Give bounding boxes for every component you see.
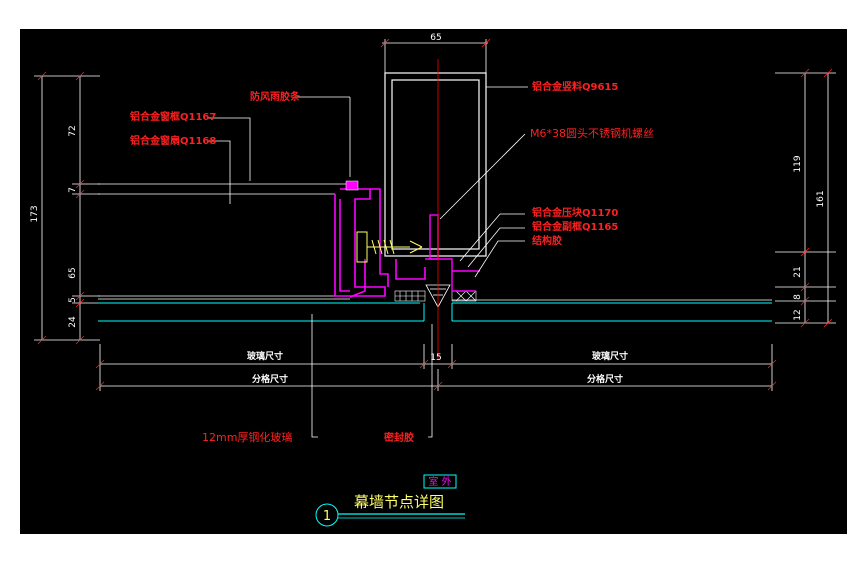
- aluminium-mullion: [384, 72, 487, 257]
- label-pressplate: 铝合金压块Q1170: [532, 206, 618, 219]
- label-frame1: 铝合金窗框Q1167: [130, 110, 216, 123]
- grid-size-right: 分格尺寸: [587, 373, 623, 385]
- label-screw: M6*38圆头不锈钢机螺丝: [530, 126, 654, 140]
- bottom-dimensions: [95, 344, 777, 391]
- leader-lines: [208, 86, 528, 438]
- label-glass: 12mm厚钢化玻璃: [202, 430, 292, 444]
- window-frame-profile: [334, 188, 426, 298]
- left-dimensions: [34, 71, 100, 345]
- press-plate-and-subframe: [425, 214, 480, 292]
- dim-right-21: 21: [793, 266, 803, 277]
- dim-right-8: 8: [793, 294, 803, 300]
- screw: [356, 231, 423, 263]
- label-subframe: 铝合金副框Q1165: [532, 220, 618, 233]
- dim-left-5: 5: [68, 297, 78, 303]
- dim-left-24: 24: [68, 316, 78, 328]
- glass-size-right: 玻璃尺寸: [592, 350, 628, 362]
- dim-left-65: 65: [68, 267, 78, 278]
- cad-drawing-canvas: 173 72 7 65 5 24 119 161 21 8 12 65: [20, 29, 847, 534]
- dim-top-65: 65: [430, 33, 441, 43]
- drawing-title: 幕墙节点详图: [354, 493, 444, 511]
- curtain-wall-node-detail: 173 72 7 65 5 24 119 161 21 8 12 65: [30, 33, 836, 527]
- label-structsealant: 结构胶: [532, 234, 562, 247]
- dim-left-72: 72: [68, 125, 78, 136]
- dim-left-total: 173: [30, 205, 40, 222]
- exterior-badge: 室 外: [428, 475, 451, 488]
- dim-right-119: 119: [793, 155, 803, 172]
- hatch-blocks: [394, 290, 477, 302]
- label-mullion: 铝合金竖料Q9615: [532, 80, 618, 93]
- grid-size-left: 分格尺寸: [252, 373, 288, 385]
- title-number-circle: [315, 503, 339, 527]
- weather-gasket: [345, 180, 359, 191]
- top-dimension: [380, 38, 491, 73]
- dim-right-161: 161: [816, 190, 826, 207]
- dim-center-15: 15: [430, 353, 441, 363]
- dim-right-12: 12: [793, 309, 803, 320]
- right-dimensions: [775, 68, 836, 328]
- exterior-badge-box: [423, 474, 457, 489]
- label-gasket: 防风雨胶条: [250, 90, 301, 103]
- label-sealant: 密封胶: [384, 431, 414, 444]
- outline-lines: [98, 183, 772, 301]
- glass-size-left: 玻璃尺寸: [247, 350, 283, 362]
- label-frame2: 铝合金窗扇Q1168: [130, 134, 216, 147]
- title-number: 1: [323, 509, 331, 524]
- dim-left-7: 7: [68, 187, 78, 193]
- glass-panes: [98, 302, 772, 322]
